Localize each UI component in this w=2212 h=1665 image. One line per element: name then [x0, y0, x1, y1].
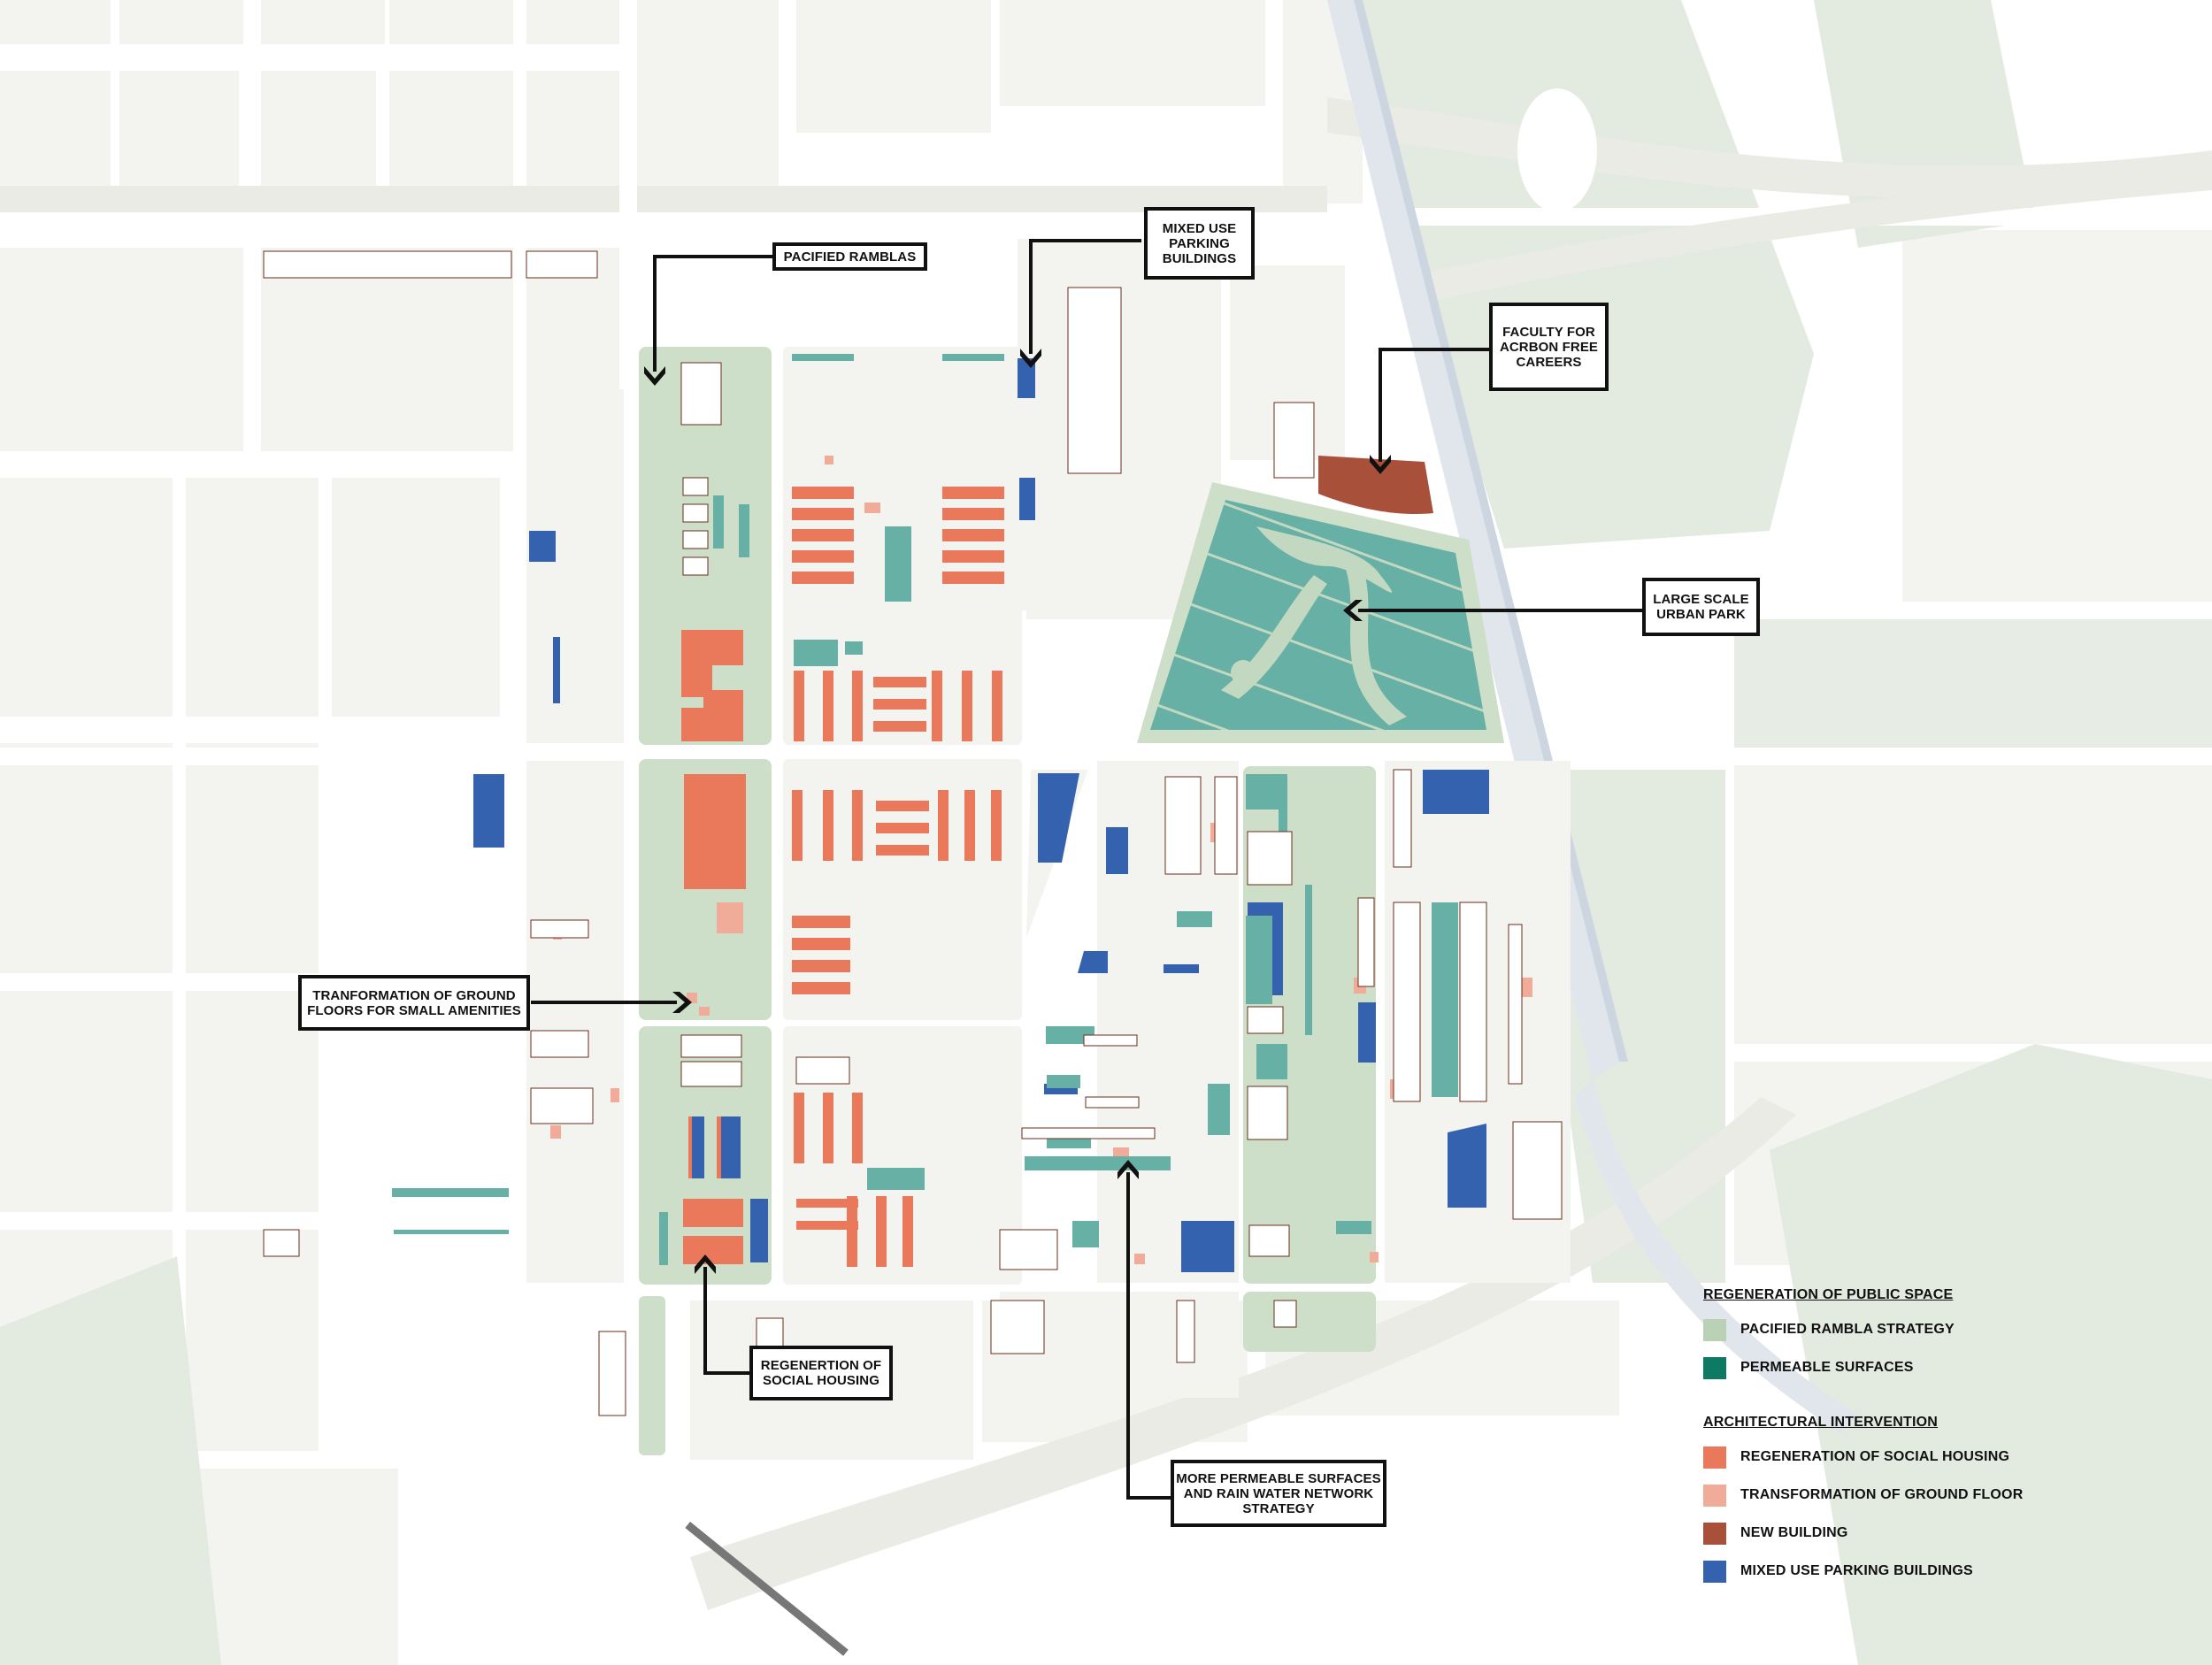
- rail-segment: [685, 1522, 849, 1656]
- callout-urban-park: LARGE SCALE URBAN PARK: [1642, 578, 1760, 636]
- legend-heading: REGENERATION OF PUBLIC SPACE: [1703, 1287, 1954, 1302]
- legend-label: PACIFIED RAMBLA STRATEGY: [1740, 1322, 1955, 1337]
- legend-label: PERMEABLE SURFACES: [1740, 1360, 1914, 1375]
- legend-item: NEW BUILDING: [1703, 1522, 2075, 1545]
- legend-item: PERMEABLE SURFACES: [1703, 1356, 2075, 1379]
- arrow-down-icon: [1020, 349, 1041, 368]
- legend-item: MIXED USE PARKING BUILDINGS: [1703, 1560, 2075, 1583]
- legend-label: MIXED USE PARKING BUILDINGS: [1740, 1563, 1973, 1578]
- existing-buildings: [263, 250, 1563, 1416]
- permeable-surface-swatch-icon: [1703, 1356, 1726, 1379]
- legend-group-public-space: REGENERATION OF PUBLIC SPACE PACIFIED RA…: [1703, 1287, 2075, 1379]
- legend-group-architectural: ARCHITECTURAL INTERVENTION REGENERATION …: [1703, 1415, 2075, 1583]
- new-building-swatch-icon: [1703, 1522, 1726, 1545]
- legend-heading: ARCHITECTURAL INTERVENTION: [1703, 1415, 1939, 1430]
- arrow-up-icon: [695, 1255, 716, 1274]
- legend-item: TRANSFORMATION OF GROUND FLOOR: [1703, 1484, 2075, 1507]
- callout-permeable: MORE PERMEABLE SURFACES AND RAIN WATER N…: [1171, 1460, 1386, 1527]
- arrow-right-icon: [672, 992, 692, 1013]
- legend-label: TRANSFORMATION OF GROUND FLOOR: [1740, 1487, 2024, 1502]
- map-legend: REGENERATION OF PUBLIC SPACE PACIFIED RA…: [1703, 1287, 2075, 1583]
- callout-mixed-use-parking: MIXED USE PARKING BUILDINGS: [1144, 207, 1255, 280]
- legend-label: NEW BUILDING: [1740, 1525, 1848, 1540]
- permeable-surfaces: [392, 354, 1458, 1265]
- callout-pacified-ramblas: PACIFIED RAMBLAS: [772, 242, 927, 271]
- callout-ground-floors: TRANFORMATION OF GROUND FLOORS FOR SMALL…: [298, 975, 530, 1031]
- legend-item: PACIFIED RAMBLA STRATEGY: [1703, 1318, 2075, 1341]
- ground-floor-swatch-icon: [1703, 1484, 1726, 1507]
- arrow-down-icon: [644, 366, 665, 386]
- arrow-left-icon: [1343, 600, 1363, 621]
- urban-park: [1137, 482, 1504, 743]
- arrow-down-icon: [1370, 455, 1391, 474]
- arrow-up-icon: [1118, 1160, 1139, 1179]
- new-building: [1318, 456, 1433, 514]
- parking-swatch-icon: [1703, 1560, 1726, 1583]
- pacified-rambla-swatch-icon: [1703, 1318, 1726, 1341]
- social-housing-swatch-icon: [1703, 1446, 1726, 1469]
- callout-faculty: FACULTY FOR ACRBON FREE CAREERS: [1489, 303, 1609, 391]
- legend-label: REGENERATION OF SOCIAL HOUSING: [1740, 1449, 2010, 1464]
- legend-item: REGENERATION OF SOCIAL HOUSING: [1703, 1446, 2075, 1469]
- callout-social-housing: REGENERTION OF SOCIAL HOUSING: [749, 1346, 893, 1400]
